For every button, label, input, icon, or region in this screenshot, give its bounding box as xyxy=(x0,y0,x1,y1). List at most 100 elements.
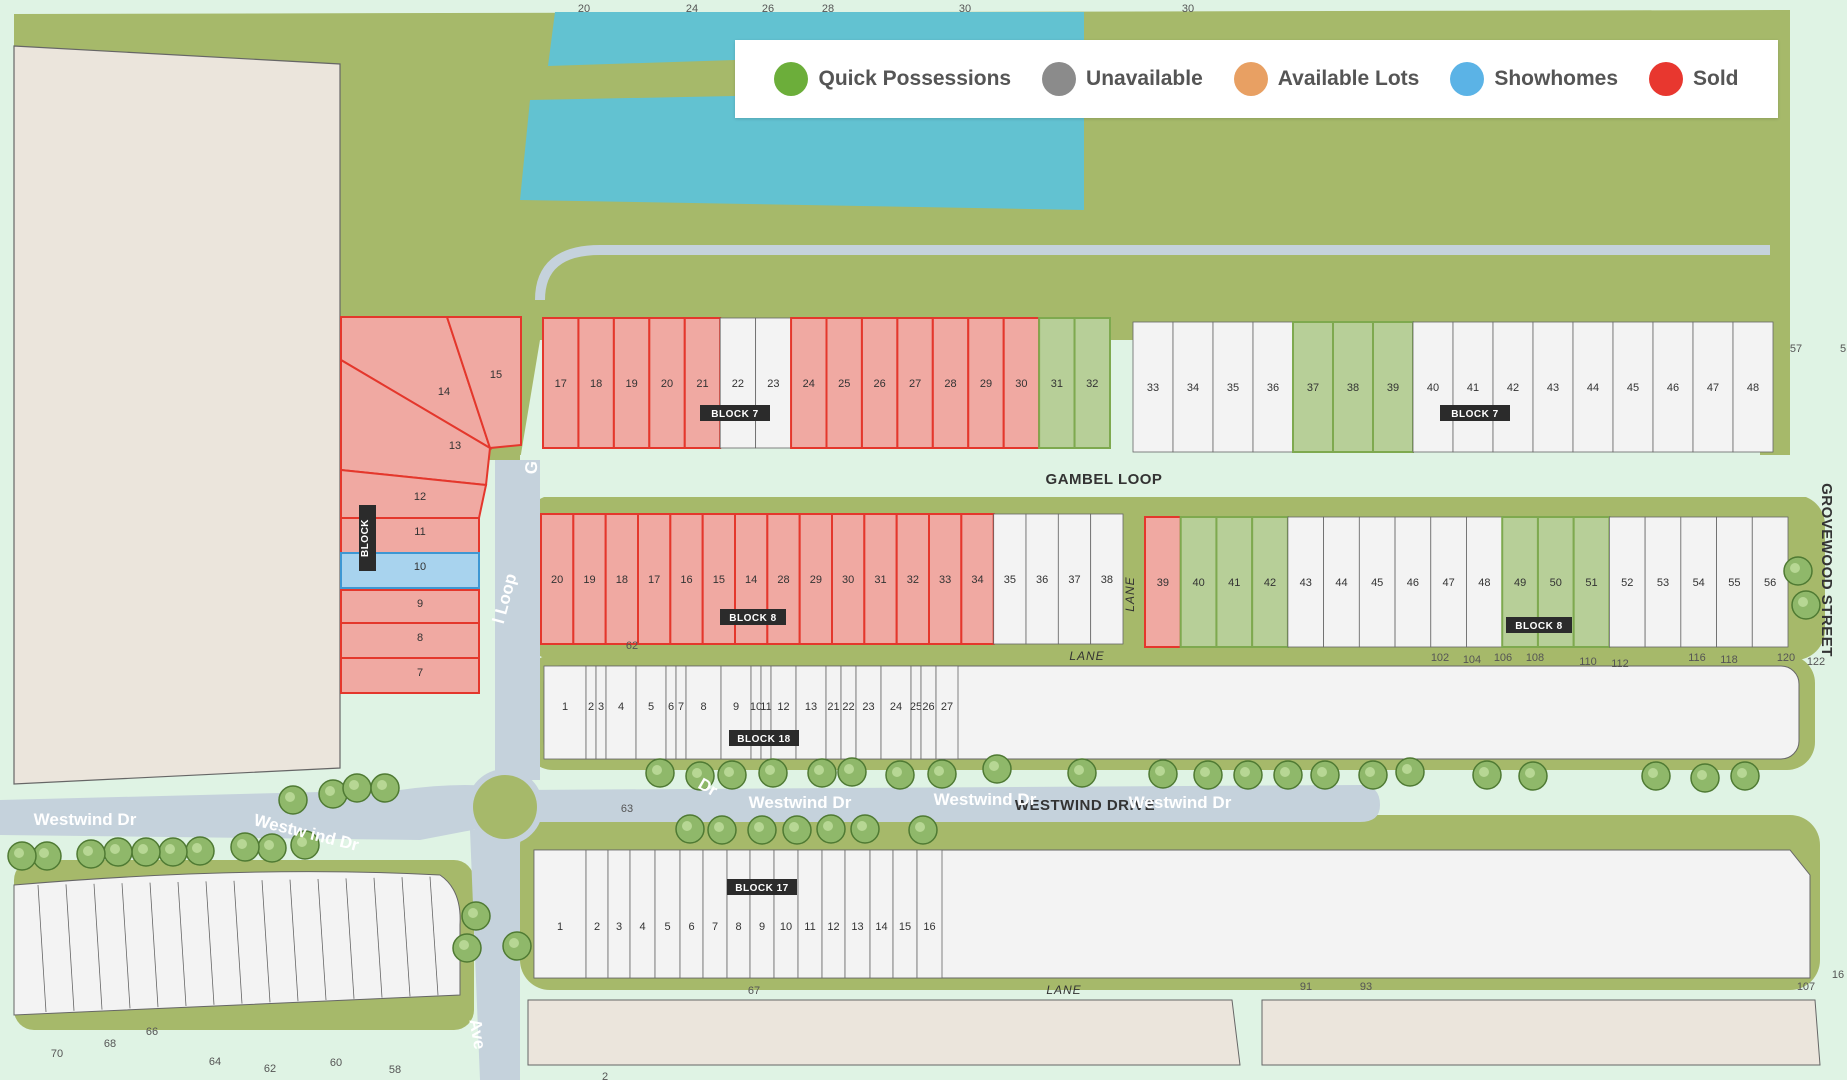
lot-33[interactable]: 33 xyxy=(928,513,963,645)
lot-26[interactable]: 26 xyxy=(860,317,899,449)
lot-41[interactable]: 41 xyxy=(1215,516,1254,648)
lot-40[interactable]: 40 xyxy=(1179,516,1218,648)
lot-17[interactable]: 17 xyxy=(637,513,672,645)
lot-41[interactable]: 41 xyxy=(1452,321,1494,453)
lot-7[interactable]: 7 xyxy=(675,665,687,760)
lot-10[interactable]: 10 xyxy=(773,849,799,979)
lot-46[interactable]: 46 xyxy=(1394,516,1432,648)
lot-22[interactable]: 22 xyxy=(840,665,857,760)
lot-38[interactable]: 38 xyxy=(1090,513,1124,645)
lot-4[interactable]: 4 xyxy=(605,665,637,760)
lot-53[interactable]: 53 xyxy=(1644,516,1682,648)
lot-16[interactable]: 16 xyxy=(669,513,704,645)
lot-22[interactable]: 22 xyxy=(719,317,757,449)
lot-6[interactable]: 6 xyxy=(665,665,677,760)
lot-34[interactable]: 34 xyxy=(960,513,995,645)
lot-5[interactable]: 5 xyxy=(635,665,667,760)
lot-43[interactable]: 43 xyxy=(1532,321,1574,453)
lot-45[interactable]: 45 xyxy=(1612,321,1654,453)
lot-13[interactable]: 13 xyxy=(795,665,827,760)
lot-21[interactable]: 21 xyxy=(683,317,722,449)
legend-quick-possessions[interactable]: Quick Possessions xyxy=(774,62,1011,96)
lot-4[interactable]: 4 xyxy=(629,849,656,979)
lot-17[interactable]: 17 xyxy=(542,317,580,449)
lot-28[interactable]: 28 xyxy=(931,317,970,449)
lot-34[interactable]: 34 xyxy=(1172,321,1214,453)
lot-47[interactable]: 47 xyxy=(1692,321,1734,453)
lot-15[interactable]: 15 xyxy=(892,849,918,979)
lot-48[interactable]: 48 xyxy=(1732,321,1774,453)
lot-11[interactable]: 11 xyxy=(797,849,823,979)
lot-44[interactable]: 44 xyxy=(1323,516,1360,648)
lot-31[interactable]: 31 xyxy=(1038,317,1076,449)
lot-36[interactable]: 36 xyxy=(1252,321,1294,453)
lot-19[interactable]: 19 xyxy=(572,513,607,645)
lot-42[interactable]: 42 xyxy=(1251,516,1289,648)
lot-29[interactable]: 29 xyxy=(798,513,834,645)
lot-25[interactable]: 25 xyxy=(825,317,863,449)
lot-37[interactable]: 37 xyxy=(1292,321,1334,453)
legend-sold[interactable]: Sold xyxy=(1648,62,1738,96)
lot-31[interactable]: 31 xyxy=(863,513,898,645)
lot-46[interactable]: 46 xyxy=(1652,321,1694,453)
lot-52[interactable]: 52 xyxy=(1608,516,1646,648)
lot-29[interactable]: 29 xyxy=(967,317,1005,449)
lot-45[interactable]: 45 xyxy=(1358,516,1396,648)
lot-48[interactable]: 48 xyxy=(1466,516,1503,648)
lot-16[interactable]: 16 xyxy=(916,849,943,979)
lot-8[interactable]: 8 xyxy=(726,849,751,979)
lot-26[interactable]: 26 xyxy=(920,665,937,760)
lot-3[interactable]: 3 xyxy=(607,849,631,979)
lot-12[interactable]: 12 xyxy=(821,849,846,979)
lot-56[interactable]: 56 xyxy=(1751,516,1789,648)
lot-19[interactable]: 19 xyxy=(612,317,651,449)
lot-43[interactable]: 43 xyxy=(1287,516,1325,648)
lot-7[interactable]: 7 xyxy=(340,657,480,694)
lot-18[interactable]: 18 xyxy=(577,317,615,449)
lot-55[interactable]: 55 xyxy=(1716,516,1753,648)
lot-27[interactable]: 27 xyxy=(935,665,959,760)
lot-20[interactable]: 20 xyxy=(648,317,686,449)
lot-35[interactable]: 35 xyxy=(993,513,1027,645)
lot-30[interactable]: 30 xyxy=(831,513,866,645)
lot-33[interactable]: 33 xyxy=(1132,321,1174,453)
lot-32[interactable]: 32 xyxy=(895,513,931,645)
lot-38[interactable]: 38 xyxy=(1332,321,1374,453)
lot-40[interactable]: 40 xyxy=(1412,321,1454,453)
legend-showhomes[interactable]: Showhomes xyxy=(1450,62,1618,96)
lot-47[interactable]: 47 xyxy=(1430,516,1467,648)
lot-18[interactable]: 18 xyxy=(604,513,640,645)
lot-7[interactable]: 7 xyxy=(702,849,728,979)
lot-9[interactable]: 9 xyxy=(340,589,480,624)
lot-37[interactable]: 37 xyxy=(1057,513,1092,645)
lot-35[interactable]: 35 xyxy=(1212,321,1254,453)
lot-14[interactable]: 14 xyxy=(869,849,894,979)
lot-23[interactable]: 23 xyxy=(755,317,792,449)
lot-25[interactable]: 25 xyxy=(910,665,922,760)
lot-1[interactable]: 1 xyxy=(543,665,587,760)
legend-available-lots[interactable]: Available Lots xyxy=(1233,62,1419,96)
lot-13[interactable]: 13 xyxy=(844,849,871,979)
lot-36[interactable]: 36 xyxy=(1025,513,1059,645)
lot-21[interactable]: 21 xyxy=(825,665,842,760)
lot-20[interactable]: 20 xyxy=(540,513,575,645)
lot-15[interactable]: 15 xyxy=(701,513,737,645)
lot-9[interactable]: 9 xyxy=(749,849,775,979)
lot-6[interactable]: 6 xyxy=(679,849,704,979)
lot-39[interactable]: 39 xyxy=(1372,321,1414,453)
lot-1[interactable]: 1 xyxy=(533,849,587,979)
lot-54[interactable]: 54 xyxy=(1680,516,1717,648)
lot-8[interactable]: 8 xyxy=(340,622,480,659)
lot-2[interactable]: 2 xyxy=(585,849,609,979)
lot-27[interactable]: 27 xyxy=(896,317,934,449)
lot-23[interactable]: 23 xyxy=(855,665,882,760)
lot-39[interactable]: 39 xyxy=(1144,516,1182,648)
lot-51[interactable]: 51 xyxy=(1572,516,1611,648)
lot-42[interactable]: 42 xyxy=(1492,321,1534,453)
lot-3[interactable]: 3 xyxy=(595,665,607,760)
lot-32[interactable]: 32 xyxy=(1073,317,1111,449)
lot-5[interactable]: 5 xyxy=(654,849,681,979)
lot-30[interactable]: 30 xyxy=(1002,317,1041,449)
legend-unavailable[interactable]: Unavailable xyxy=(1042,62,1203,96)
lot-24[interactable]: 24 xyxy=(790,317,828,449)
